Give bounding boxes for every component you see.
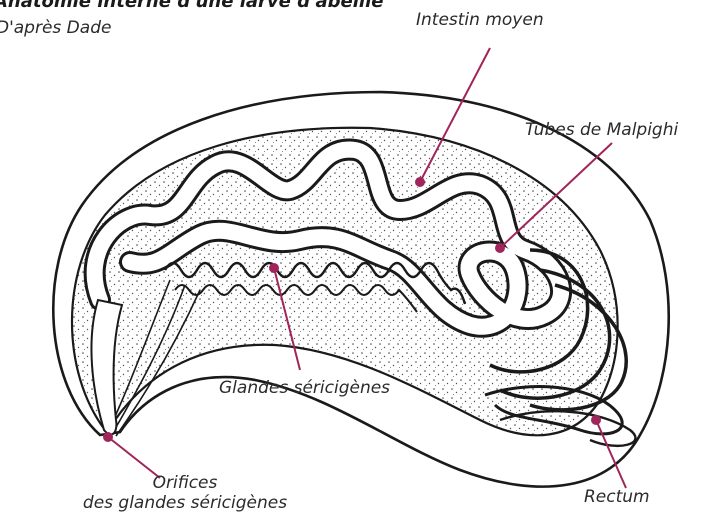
leader-rectum-dot [592, 416, 600, 424]
leader-orifices-dot [104, 433, 112, 441]
leader-silk-glands-dot [270, 264, 278, 272]
figure-credit: D'après Dade [0, 18, 111, 38]
label-midgut: Intestin moyen [416, 10, 544, 30]
label-orifices: Orifices des glandes séricigènes [60, 473, 310, 513]
label-rectum: Rectum [584, 487, 650, 507]
leader-midgut-dot [416, 178, 424, 186]
label-orifices-line2: des glandes séricigènes [60, 493, 310, 513]
label-orifices-line1: Orifices [60, 473, 310, 493]
leader-orifices [108, 437, 160, 478]
leader-malpighian-dot [496, 244, 504, 252]
label-malpighian: Tubes de Malpighi [525, 120, 678, 140]
leader-rectum [596, 420, 626, 488]
figure-title: Anatomie interne d'une larve d'abeille [0, 0, 383, 12]
label-silk-glands: Glandes séricigènes [219, 378, 390, 398]
